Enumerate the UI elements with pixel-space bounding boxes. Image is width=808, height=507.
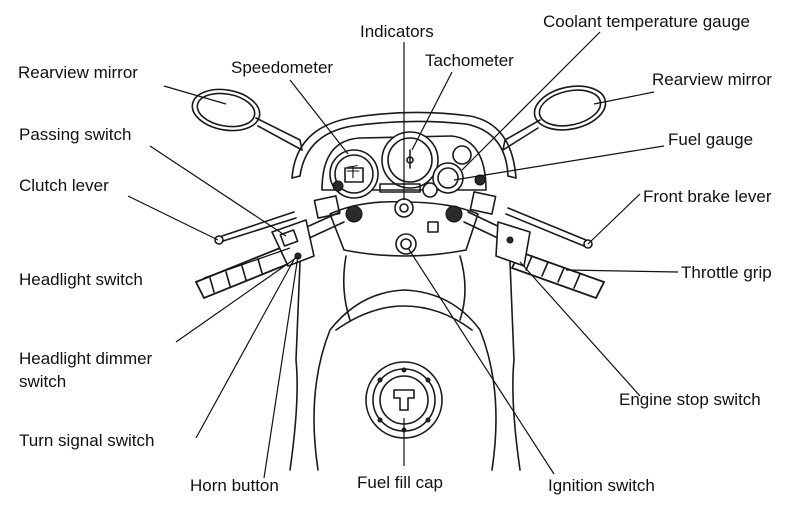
right-handlebar xyxy=(463,191,606,300)
label-headlight-switch: Headlight switch xyxy=(19,270,143,289)
rearview-mirror-left xyxy=(191,88,303,151)
label-ignition-switch: Ignition switch xyxy=(548,476,655,495)
left-handlebar xyxy=(194,195,345,300)
label-horn-button: Horn button xyxy=(190,476,279,495)
label-tachometer: Tachometer xyxy=(425,51,514,70)
label-clutch-lever: Clutch lever xyxy=(19,176,109,195)
label-passing-switch: Passing switch xyxy=(19,125,132,144)
label-engine-stop-switch: Engine stop switch xyxy=(619,390,761,409)
leader-lines xyxy=(127,31,679,479)
label-fuel-gauge: Fuel gauge xyxy=(668,130,754,149)
steering-head xyxy=(329,198,479,257)
label-front-brake-lever: Front brake lever xyxy=(643,187,772,206)
label-headlight-dimmer-switch-line1: Headlight dimmer xyxy=(19,349,153,368)
frame xyxy=(289,255,521,471)
label-speedometer: Speedometer xyxy=(231,58,334,77)
label-rearview-mirror-left: Rearview mirror xyxy=(18,63,138,82)
label-indicators: Indicators xyxy=(360,22,434,41)
fuel-tank xyxy=(313,289,497,471)
label-throttle-grip: Throttle grip xyxy=(681,263,772,282)
rearview-mirror-right xyxy=(502,85,607,151)
instrument-cluster xyxy=(321,131,487,199)
label-coolant-temperature-gauge: Coolant temperature gauge xyxy=(543,12,750,31)
speedometer-glyph: 千 xyxy=(346,164,360,180)
label-turn-signal-switch: Turn signal switch xyxy=(19,431,155,450)
label-headlight-dimmer-switch-line2: switch xyxy=(19,372,67,391)
label-fuel-fill-cap: Fuel fill cap xyxy=(357,473,443,492)
label-rearview-mirror-right: Rearview mirror xyxy=(652,70,772,89)
